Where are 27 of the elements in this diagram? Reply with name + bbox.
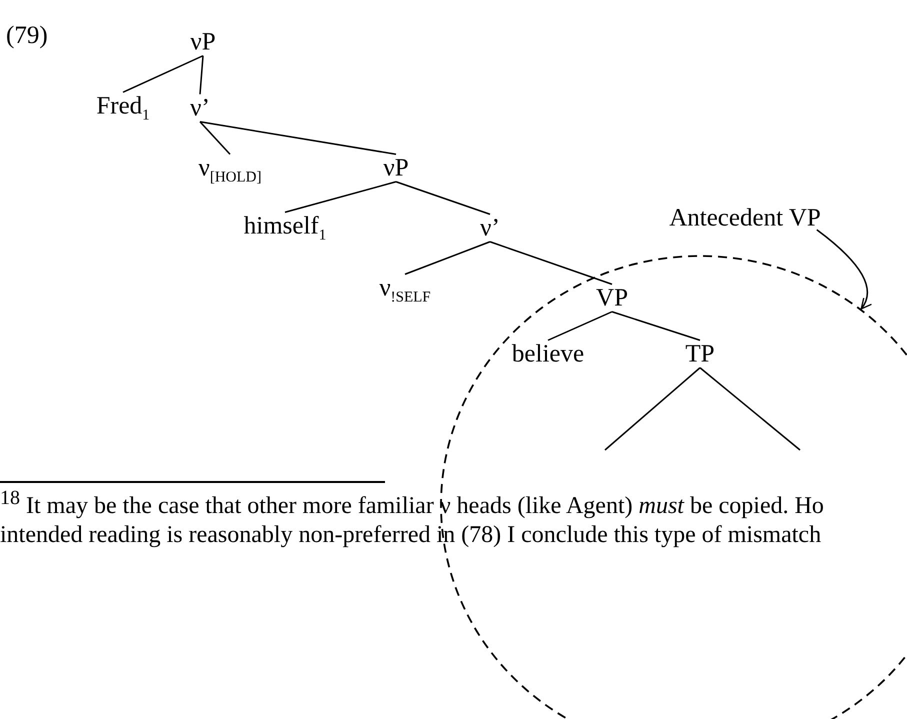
tree-branch [612, 311, 700, 341]
tree-node-label: νP [383, 154, 409, 182]
tree-branch [284, 181, 396, 213]
tree-node-label: VP [596, 284, 628, 312]
tree-branch [199, 56, 204, 94]
tree-branch [404, 241, 490, 275]
footnote-text: $^{18}$ It may be the case that other more familiar ν heads (like Agent) must be copied. Ho intended reading is reasonably non-preferred in (78) I conclude this type of mismatch [0, 486, 825, 550]
tree-branch [548, 311, 612, 341]
tree-branch [604, 367, 700, 451]
tree-branch [396, 181, 490, 215]
tree-node-label: ν$_{[HOLD]}$ [198, 154, 262, 186]
tree-branch [490, 241, 612, 285]
tree-node-label: νP [190, 28, 216, 56]
tree-node-label: ν’ [480, 214, 500, 242]
tree-node-label: himself$_{1}$ [244, 212, 326, 244]
tree-node-label: Fred$_{1}$ [96, 92, 150, 124]
tree-branch [122, 55, 204, 93]
tree-node-label: TP [685, 340, 715, 368]
tree-node-label: believe [512, 340, 584, 368]
tree-node-label: ν’ [190, 94, 210, 122]
tree-node-label: ν$_{!SELF}$ [379, 274, 431, 306]
arrow [816, 229, 872, 310]
example-number: (79) [6, 22, 48, 50]
tree-branch [200, 121, 396, 155]
tree-branch [199, 121, 231, 155]
tree-branch [700, 367, 800, 451]
callout-text: Antecedent VP [669, 204, 821, 232]
